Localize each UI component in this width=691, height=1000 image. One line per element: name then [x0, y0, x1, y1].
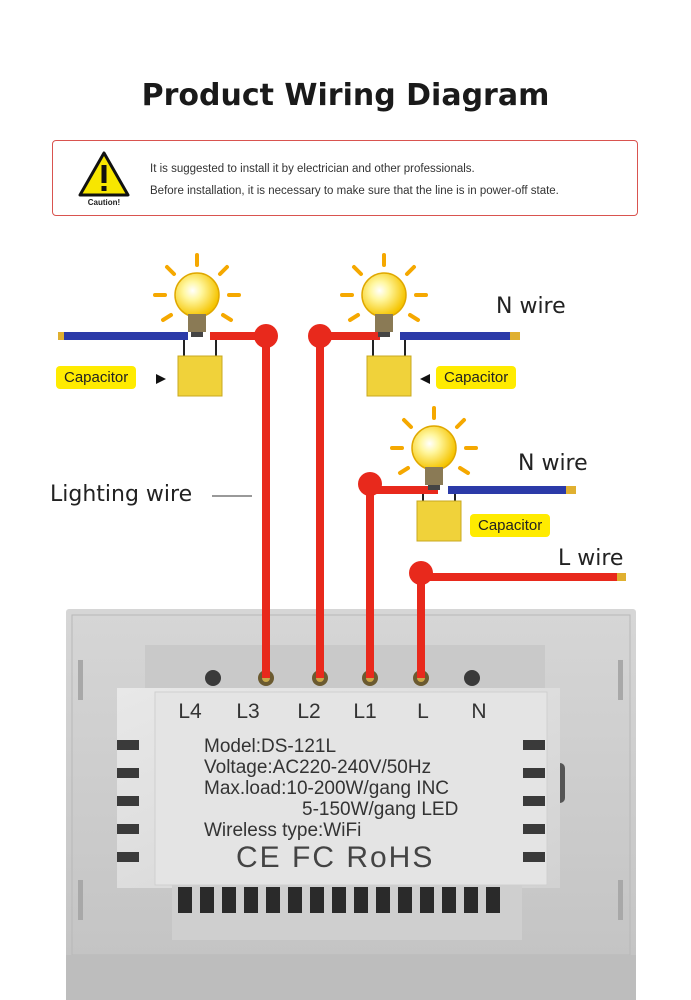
caution-box: Caution! It is suggested to install it b…	[52, 140, 638, 216]
neutral-wires	[58, 332, 626, 581]
spec-max-load: Max.load:10-200W/gang INC	[204, 778, 450, 799]
terminal-label-l: L	[417, 700, 429, 723]
light-bulb-icon	[390, 406, 478, 490]
capacitor-tag-2: Capacitor	[436, 366, 517, 389]
caution-text-line-2: Before installation, it is necessary to …	[150, 185, 559, 197]
caution-text-line-1: It is suggested to install it by electri…	[150, 163, 475, 175]
n-wire-label-1: N wire	[496, 294, 566, 319]
capacitor-icon	[416, 494, 462, 542]
page-title: Product Wiring Diagram	[141, 78, 550, 113]
terminal-label-l4: L4	[178, 700, 202, 723]
wire-junctions	[254, 324, 433, 585]
terminal-label-n: N	[471, 700, 487, 723]
lighting-wire-label: Lighting wire	[50, 482, 193, 507]
live-wires	[210, 332, 617, 678]
spec-voltage: Voltage:AC220-240V/50Hz	[204, 757, 432, 778]
capacitor-icon	[366, 340, 412, 397]
capacitor-tag-3: Capacitor	[470, 514, 551, 537]
light-bulb-icon	[340, 253, 428, 337]
spec-model: Model:DS-121L	[204, 736, 337, 757]
n-wire-label-2: N wire	[518, 451, 588, 476]
light-bulb-icon	[153, 253, 241, 337]
arrow-right-icon	[156, 374, 166, 384]
certification-marks: CE FC RoHS	[236, 841, 435, 874]
arrow-left-icon	[420, 374, 430, 384]
warning-triangle-icon	[78, 151, 130, 197]
l-wire-label: L wire	[558, 546, 624, 571]
spec-max-load-led: 5-150W/gang LED	[302, 799, 459, 820]
terminal-label-l1: L1	[353, 700, 377, 723]
capacitor-icon	[177, 340, 223, 397]
caution-label: Caution!	[87, 198, 121, 207]
switch-body	[117, 645, 560, 940]
terminal-label-l2: L2	[297, 700, 321, 723]
capacitor-tag-1: Capacitor	[56, 366, 137, 389]
terminal-label-l3: L3	[236, 700, 260, 723]
spec-wireless: Wireless type:WiFi	[204, 820, 362, 841]
